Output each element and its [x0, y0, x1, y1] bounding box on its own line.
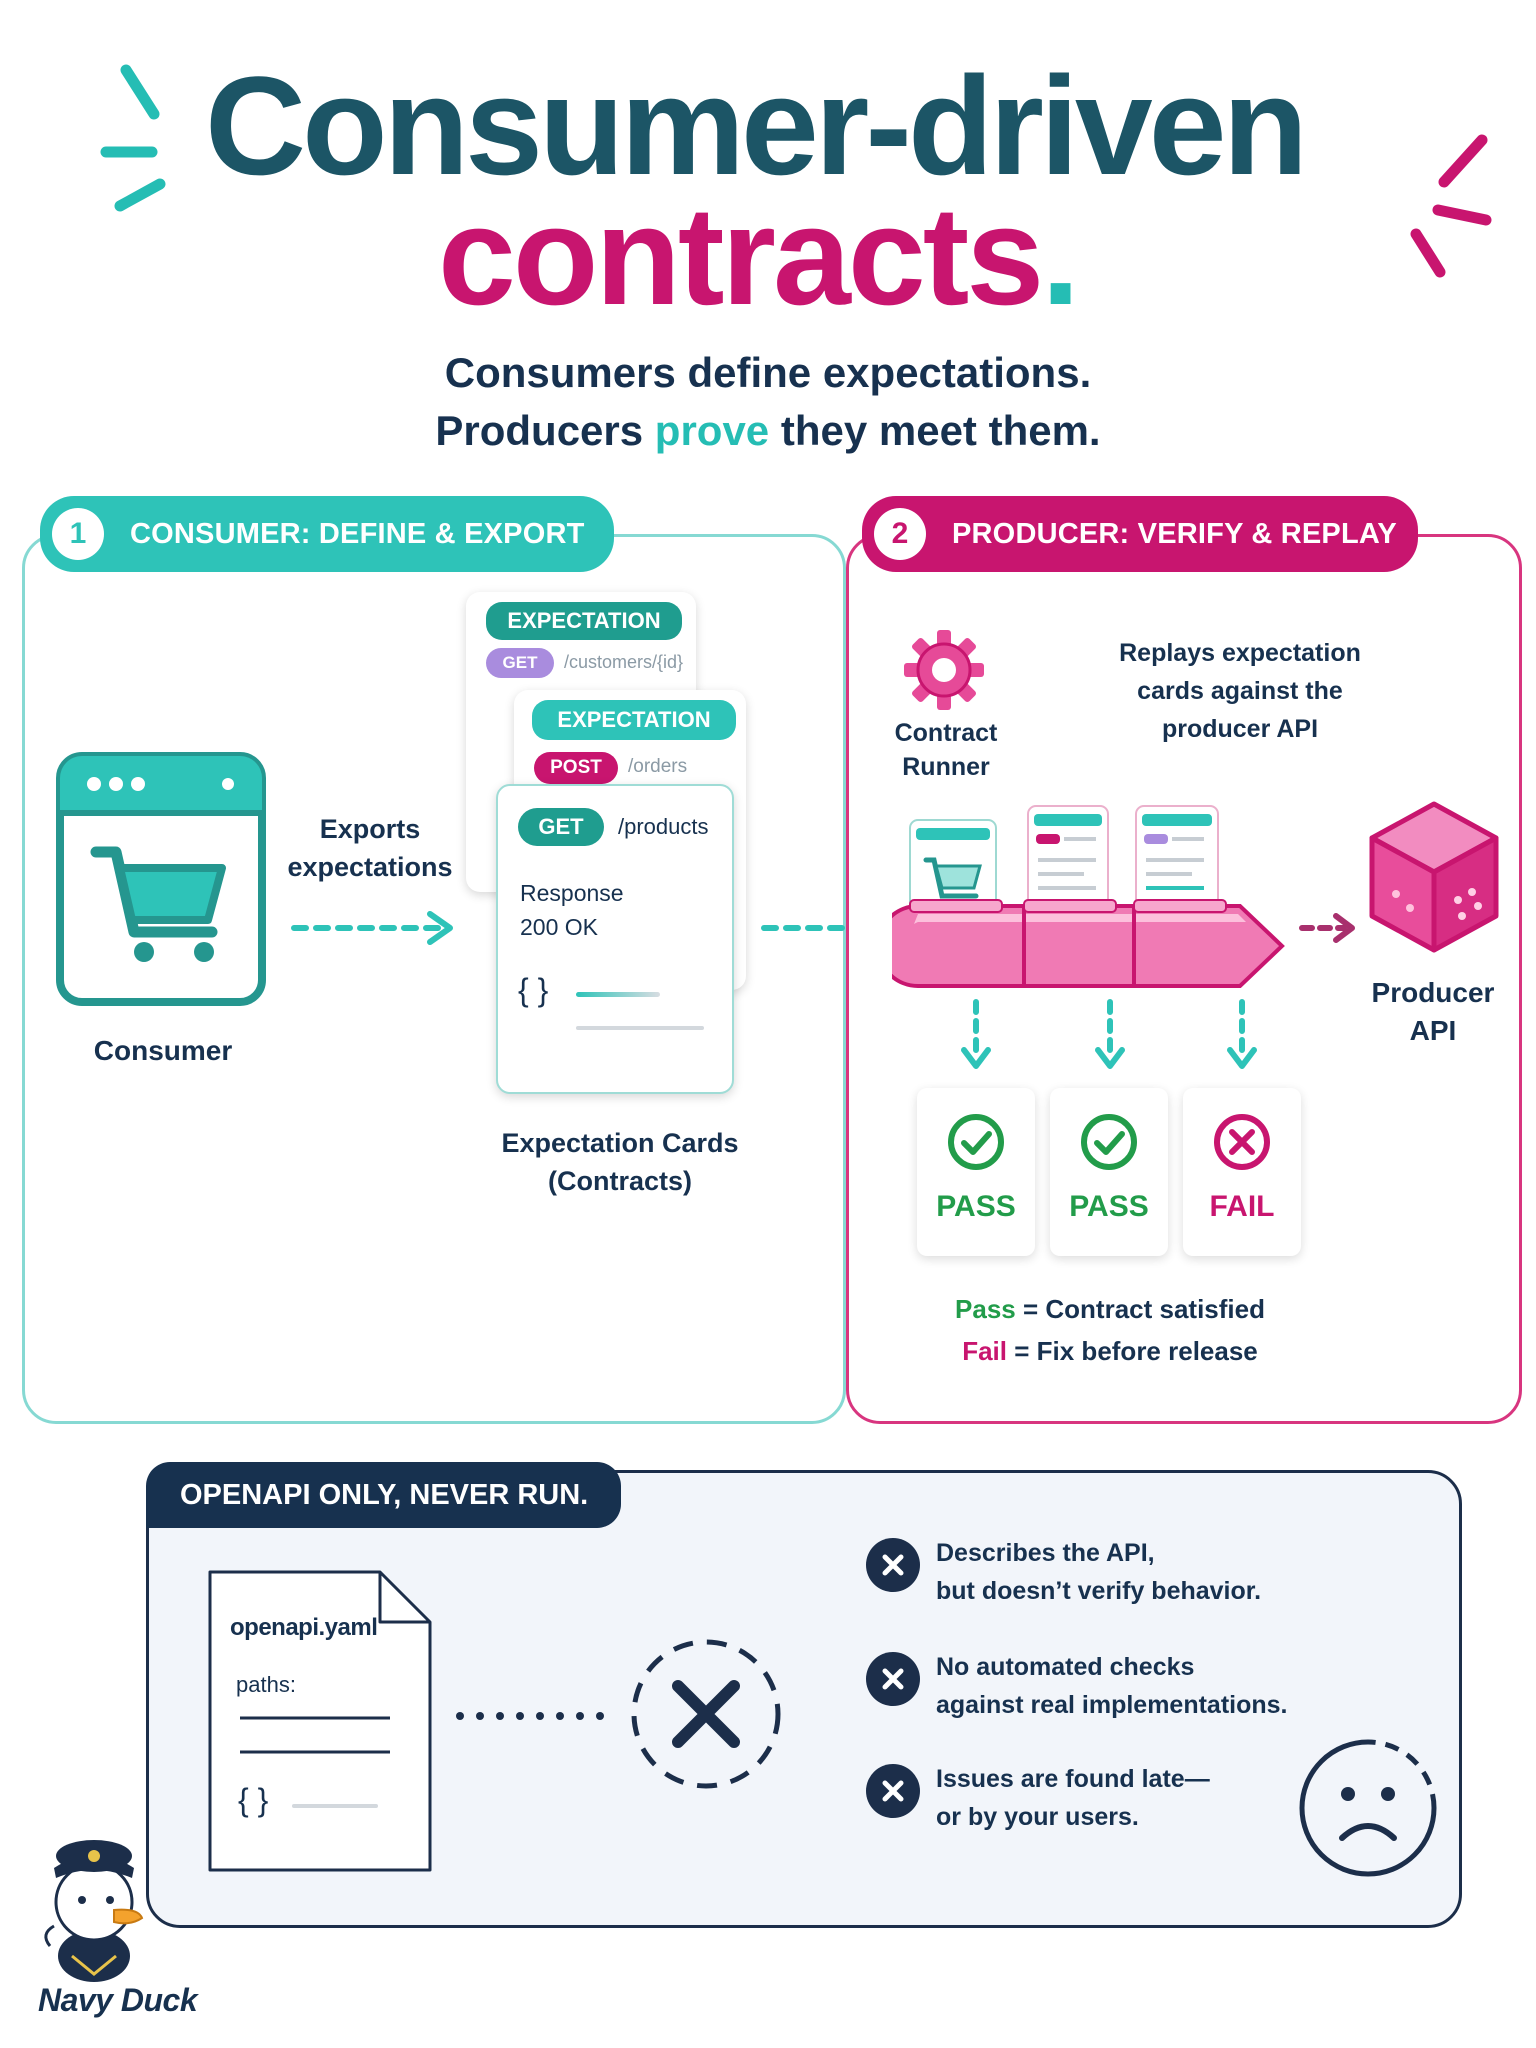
openapi-point: Describes the API, but doesn’t verify be…: [936, 1534, 1261, 1610]
producer-api-label-line-1: Producer: [1371, 977, 1495, 1008]
result-status: FAIL: [1209, 1190, 1275, 1223]
json-braces: { }: [518, 972, 549, 1008]
contract-runner-conveyor: [892, 805, 1285, 988]
title-dot: .: [1041, 177, 1080, 334]
openapi-point: No automated checks against real impleme…: [936, 1648, 1288, 1724]
legend-pass-text: = Contract satisfied: [1015, 1294, 1265, 1324]
expectation-cards-label-line-1: Expectation Cards: [501, 1128, 739, 1158]
title-line-2-text: contracts: [438, 177, 1044, 334]
subtitle-prove-word: prove: [654, 407, 770, 454]
legend-pass-word: Pass: [955, 1294, 1016, 1324]
title-line-1: Consumer-driven: [205, 47, 1308, 204]
legend-fail: Fail = Fix before release: [880, 1330, 1340, 1372]
expectation-tag: EXPECTATION: [486, 602, 682, 640]
x-circle-icon: [1214, 1114, 1270, 1170]
producer-api-label-line-2: API: [1409, 1015, 1457, 1046]
expectation-cards-label: Expectation Cards (Contracts): [470, 1124, 770, 1200]
navy-duck-mascot-icon: [44, 1840, 144, 1982]
openapi-point-line-1: Describes the API,: [936, 1539, 1155, 1567]
dotted-connector: [456, 1712, 604, 1720]
result-card-pass: PASS: [917, 1088, 1035, 1256]
expectation-card-front: GET /products Response 200 OK { }: [496, 784, 734, 1094]
file-braces: { }: [238, 1782, 269, 1818]
result-legend: Pass = Contract satisfied Fail = Fix bef…: [880, 1288, 1340, 1372]
brand-name: Navy Duck: [38, 1982, 198, 2018]
contract-runner-label: Contract Runner: [866, 716, 1026, 784]
x-bullet-icon: [866, 1538, 920, 1592]
consumer-heading: CONSUMER: DEFINE & EXPORT: [130, 517, 585, 550]
exports-label-line-2: expectations: [287, 852, 453, 882]
replay-description-line-1: Replays expectation: [1119, 639, 1361, 667]
result-card-pass: PASS: [1050, 1088, 1168, 1256]
result-status: PASS: [1069, 1190, 1149, 1223]
openapi-point-line-2: or by your users.: [936, 1803, 1139, 1831]
placeholder-line: [576, 992, 660, 997]
openapi-file-icon: [208, 1570, 432, 1872]
contract-runner-label-line-2: Runner: [902, 753, 990, 781]
step-2-badge: 2: [874, 508, 926, 560]
contract-runner-label-line-1: Contract: [894, 719, 998, 747]
legend-pass: Pass = Contract satisfied: [880, 1288, 1340, 1330]
post-method-badge: POST: [534, 752, 618, 784]
subtitle-line-2-a: Producers: [435, 407, 655, 454]
exports-label: Exports expectations: [268, 810, 472, 886]
title-line-2: contracts.: [438, 186, 1080, 326]
legend-fail-text: = Fix before release: [1007, 1336, 1258, 1366]
producer-api-cube-icon: [1369, 801, 1499, 953]
to-producer-arrow: [1299, 913, 1355, 943]
subtitle: Consumers define expectations. Producers…: [0, 344, 1536, 460]
openapi-point-line-1: No automated checks: [936, 1653, 1195, 1681]
never-run-x-icon: [631, 1639, 781, 1789]
openapi-point: Issues are found late— or by your users.: [936, 1760, 1210, 1836]
step-1-badge: 1: [52, 508, 104, 560]
sad-face-icon: [1299, 1739, 1437, 1877]
get-method-badge: GET: [486, 648, 554, 678]
file-name: openapi.yaml: [230, 1614, 378, 1641]
endpoint-path: /orders: [628, 756, 688, 777]
replay-description: Replays expectation cards against the pr…: [1080, 634, 1400, 748]
shopping-cart-browser-icon: [56, 752, 266, 1006]
producer-api-label: Producer API: [1350, 974, 1516, 1050]
response-status: 200 OK: [520, 914, 598, 940]
openapi-point-line-1: Issues are found late—: [936, 1765, 1210, 1793]
subtitle-line-1: Consumers define expectations.: [444, 349, 1092, 396]
export-arrow: [291, 911, 453, 945]
x-bullet-icon: [866, 1764, 920, 1818]
check-circle-icon: [1081, 1114, 1137, 1170]
result-status: PASS: [936, 1190, 1016, 1223]
openapi-heading: OPENAPI ONLY, NEVER RUN.: [146, 1462, 621, 1528]
x-bullet-icon: [866, 1652, 920, 1706]
consumer-heading-pill: 1 CONSUMER: DEFINE & EXPORT: [40, 496, 614, 572]
result-card-fail: FAIL: [1183, 1088, 1301, 1256]
file-paths: paths:: [236, 1672, 296, 1697]
openapi-point-line-2: but doesn’t verify behavior.: [936, 1577, 1262, 1605]
get-method-badge: GET: [518, 808, 604, 846]
expectation-tag: EXPECTATION: [532, 700, 736, 740]
response-label: Response: [520, 880, 624, 906]
placeholder-line: [576, 1026, 704, 1030]
openapi-point-line-2: against real implementations.: [936, 1691, 1288, 1719]
result-arrows: [961, 999, 1257, 1069]
legend-fail-word: Fail: [962, 1336, 1008, 1366]
check-circle-icon: [948, 1114, 1004, 1170]
subtitle-line-2-c: they meet them.: [769, 407, 1101, 454]
gear-icon: [904, 630, 984, 710]
exports-label-line-1: Exports: [319, 814, 421, 844]
title-accent-left: [100, 64, 166, 212]
replay-description-line-2: cards against the: [1137, 677, 1343, 705]
endpoint-path: /customers/{id}: [564, 652, 684, 672]
consumer-label: Consumer: [93, 1035, 233, 1066]
expectation-cards-label-line-2: (Contracts): [547, 1166, 692, 1196]
subtitle-line-2: Producers prove they meet them.: [0, 402, 1536, 460]
title-accent-right: [1410, 134, 1492, 278]
endpoint-path: /products: [618, 814, 709, 839]
producer-heading-pill: 2 PRODUCER: VERIFY & REPLAY: [862, 496, 1418, 572]
producer-heading: PRODUCER: VERIFY & REPLAY: [952, 517, 1397, 550]
replay-description-line-3: producer API: [1161, 715, 1319, 743]
